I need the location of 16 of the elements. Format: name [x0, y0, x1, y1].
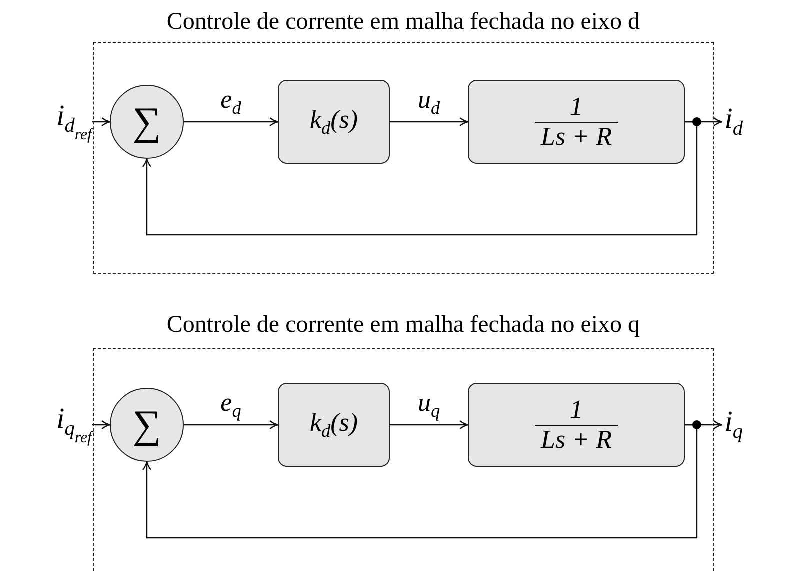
transfer-function-text: k$_{d}$(s) [310, 106, 358, 138]
group-title: Controle de corrente em malha fechada no eixo d [166, 8, 642, 36]
signal-label: i$_{q}$ [724, 406, 743, 444]
summing-junction: ∑ [110, 388, 184, 462]
group-title: Controle de corrente em malha fechada no eixo q [166, 311, 642, 339]
transfer-function-block [278, 80, 390, 164]
transfer-function-block [278, 383, 390, 467]
transfer-function-text: k$_{d}$(s) [310, 408, 358, 442]
summing-junction: ∑ [110, 85, 184, 159]
denominator: Ls + R [534, 424, 618, 454]
numerator: 1 [570, 92, 583, 122]
numerator: 1 [570, 396, 583, 424]
signal-label: i$_{d}$ [724, 104, 743, 140]
denominator: Ls + R [534, 122, 618, 152]
transfer-function-block [468, 80, 685, 164]
transfer-function-block [468, 383, 685, 467]
